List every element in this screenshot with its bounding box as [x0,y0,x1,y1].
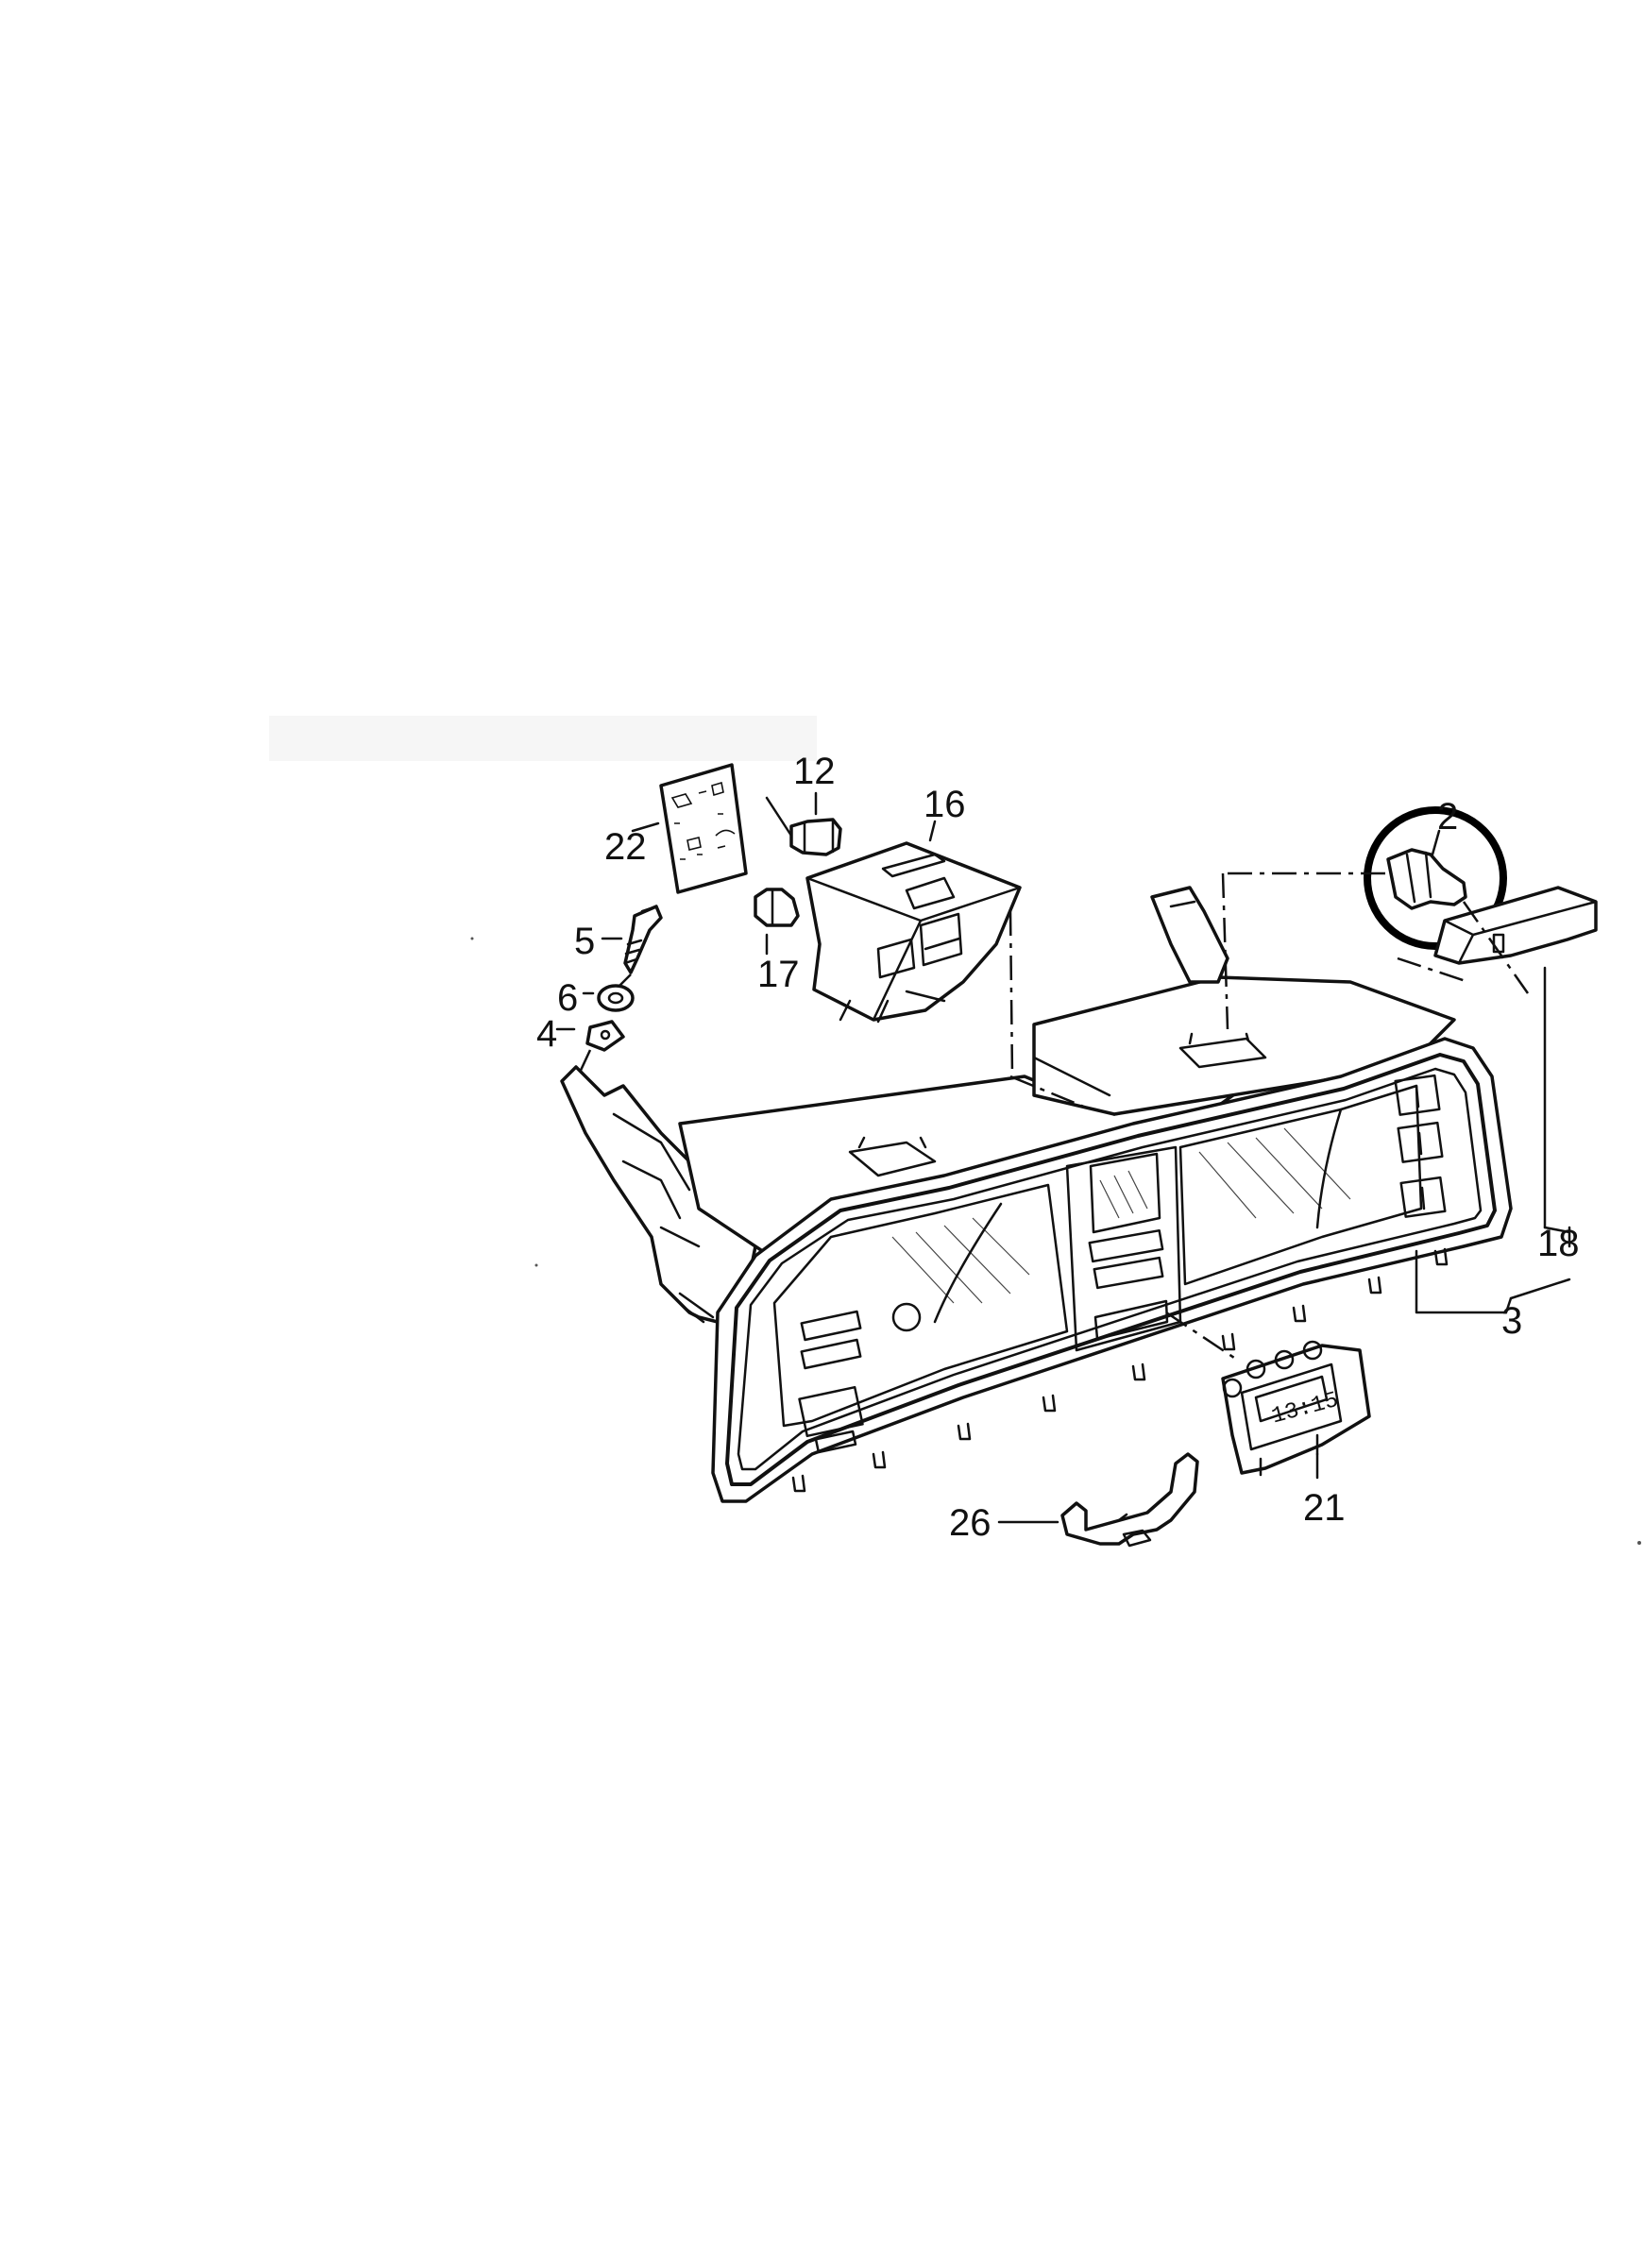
label-2: 2 [1437,796,1458,838]
part-16-warning-light-module [805,841,1022,1024]
label-22: 22 [604,826,647,868]
label-17: 17 [757,954,800,995]
part-2-bulb-holder [1386,848,1467,910]
part-17-bulb [754,888,800,927]
label-3: 3 [1501,1300,1522,1342]
label-18: 18 [1537,1223,1580,1264]
instrument-cluster-housing [560,886,1513,1503]
label-6: 6 [557,977,578,1019]
part-4-clip-nut [585,1020,625,1052]
part-18-cover-strip [1433,886,1598,965]
label-4: 4 [536,1013,557,1055]
label-26: 26 [949,1502,991,1544]
part-12-bulb [789,818,842,856]
part-21-digital-clock: 13:15 [1221,1340,1371,1477]
part-6-washer [597,984,635,1012]
scan-dot [470,937,474,940]
label-12: 12 [793,751,836,792]
label-21: 21 [1303,1487,1346,1529]
leader-lines [555,791,1571,1524]
part-5-screw [623,905,663,974]
part-2-highlight-circle [1364,806,1507,950]
scan-dot [534,1263,538,1267]
label-16: 16 [924,784,966,825]
part-26-clip [1060,1452,1199,1548]
part-22-symbol-card [659,763,748,894]
scan-dot [1637,1541,1641,1545]
callout-labels: 12 16 22 17 5 6 4 2 18 3 21 26 [536,751,1580,1544]
scan-smudge [269,716,817,761]
label-5: 5 [574,921,595,962]
